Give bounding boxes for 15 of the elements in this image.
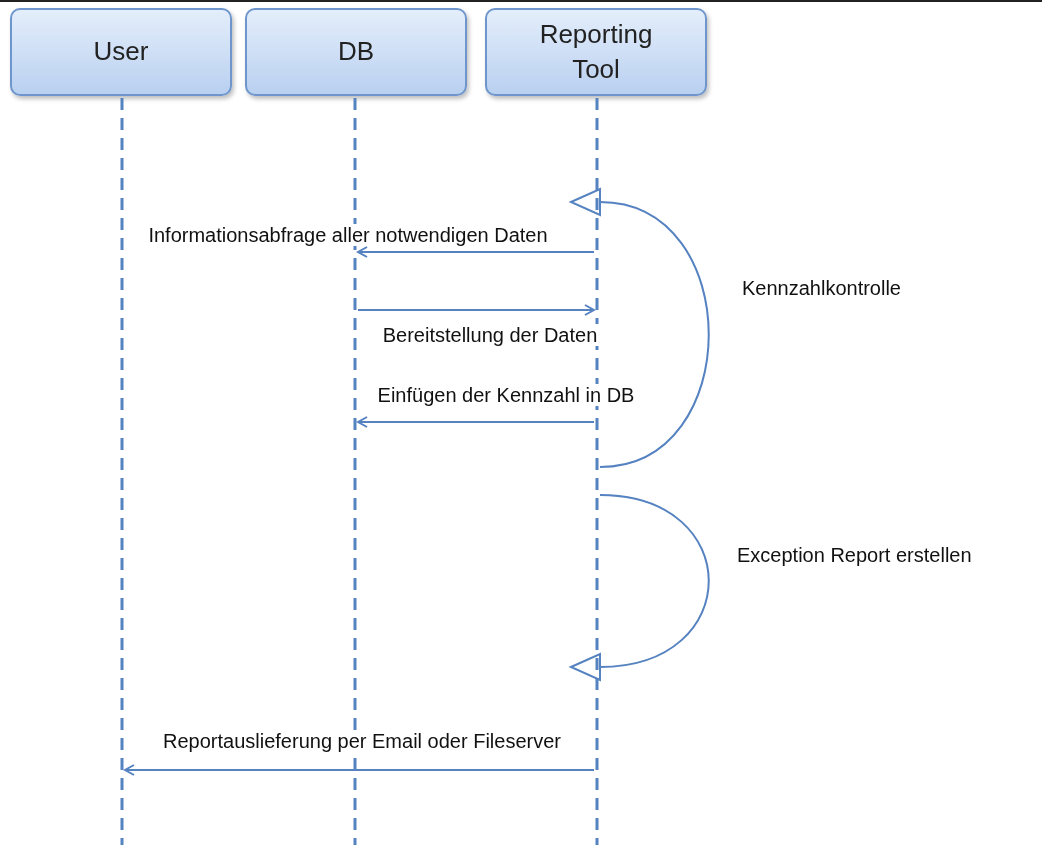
lifeline-header xyxy=(245,8,467,96)
message-arrow xyxy=(357,304,595,316)
lifeline xyxy=(119,98,125,845)
self-message-arrow xyxy=(570,188,710,468)
self-message-arrow xyxy=(570,494,710,681)
message-arrow xyxy=(357,416,595,428)
participant-name: DB xyxy=(337,35,375,69)
edge-label: Exception Report erstellen xyxy=(735,544,974,566)
lifeline-header xyxy=(485,8,707,96)
participant-name: User xyxy=(93,35,149,69)
message-arrow xyxy=(124,764,595,776)
participant-name: Reporting Tool xyxy=(538,17,654,86)
message-arrow xyxy=(357,246,595,258)
edge-label: Reportauslieferung per Email oder Fileserver xyxy=(161,730,563,752)
lifeline-header xyxy=(10,8,232,96)
